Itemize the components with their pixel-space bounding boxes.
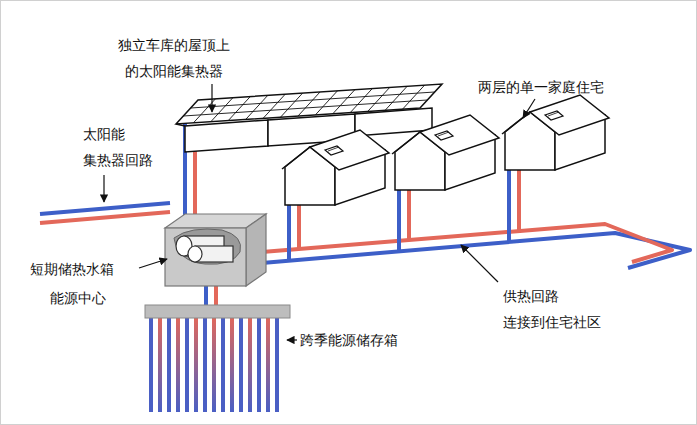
storage-tube — [176, 316, 180, 412]
storage-tube — [203, 316, 207, 412]
panel-line — [403, 85, 425, 109]
storage-tube — [230, 316, 234, 412]
storage-tube — [212, 316, 216, 412]
storage-tube — [248, 316, 252, 412]
callout-label: 太阳能 集热器回路 — [83, 121, 153, 173]
panel-line — [333, 90, 355, 114]
panel-line — [191, 92, 435, 108]
storage-tube — [275, 316, 279, 412]
callout-label: 两层的单一家庭住宅 — [478, 74, 604, 100]
panel-line — [246, 95, 268, 119]
callout-label: 跨季能源储存箱 — [300, 327, 398, 353]
callout-label: 独立车库的屋顶上 的太阳能集热器 — [118, 32, 230, 84]
storage-tube — [221, 316, 225, 412]
panel-line — [211, 98, 233, 122]
storage-tube — [185, 316, 189, 412]
callout-label: 供热回路 连接到住宅社区 — [503, 283, 601, 335]
storage-tube — [158, 316, 162, 412]
panel-line — [228, 97, 250, 121]
storage-tube — [194, 316, 198, 412]
panel-line — [385, 86, 407, 110]
storage-tube — [167, 316, 171, 412]
panel-line — [298, 92, 320, 116]
panel-line — [263, 94, 285, 118]
storage-tube — [266, 316, 270, 412]
panel-line — [281, 93, 303, 117]
storage-tube — [239, 316, 243, 412]
storage-tube — [257, 316, 261, 412]
panel-line — [315, 91, 337, 115]
panel-line — [350, 89, 372, 113]
callout-label: 短期储热水箱 — [30, 256, 114, 282]
storage-tube — [149, 316, 153, 412]
panel-line — [368, 87, 390, 111]
callout-label: 能源中心 — [50, 285, 106, 311]
panel-line — [183, 100, 427, 116]
